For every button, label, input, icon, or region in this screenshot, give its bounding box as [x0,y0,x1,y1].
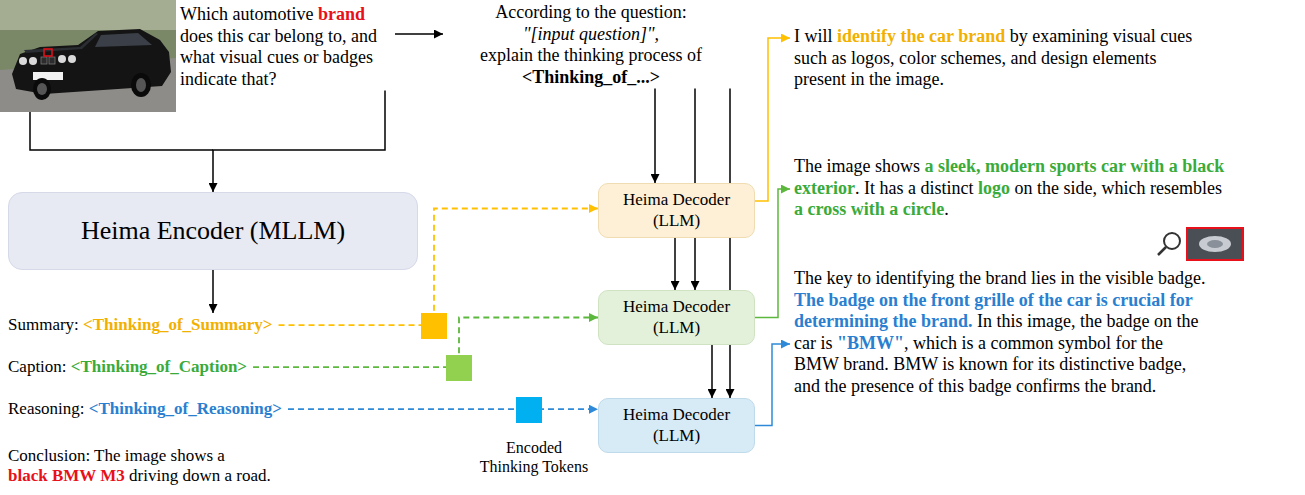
magnifier-icon [1158,233,1180,255]
flow-arrow [755,344,790,426]
text-block: According to the question:"[input questi… [473,2,709,88]
badge-crop-frame [1187,228,1243,260]
text: Which automotive [180,4,313,24]
flow-arrow [711,345,713,398]
decoder-box: Heima Decoder (LLM) [598,183,755,238]
text: Reasoning: [8,399,85,418]
annotation-text: Encoded Thinking Tokens [478,438,590,476]
token-connector [288,408,598,410]
text: a cross with a circle [794,199,944,219]
thinking-token-row: Caption: <Thinking_of_Caption> [8,357,253,377]
car-headlight [29,57,37,65]
text-block: Heima Decoder (LLM) [619,297,734,338]
car-wheel [33,78,51,100]
badge-center [1207,240,1223,248]
box-label: Heima Decoder (LLM) [623,405,730,444]
car-wheel [131,73,151,97]
car-rim [37,83,47,95]
decoder-box: Heima Decoder (LLM) [598,290,755,345]
text: I will [794,26,833,46]
car-grille [49,57,55,64]
flow-arrow [212,270,214,313]
flow-arrow [755,38,790,201]
flow-arrow [755,189,790,318]
text: <Thinking_of_Caption> [71,357,247,376]
summary-token-square [421,313,447,339]
thinking-token-row: Summary: <Thinking_of_Summary> [8,315,279,335]
badge-shape [1199,236,1231,252]
caption-token-square [446,355,472,381]
car-photo [0,0,176,112]
text: Summary: [8,315,79,334]
reasoning-token-square [516,397,542,423]
text: <Thinking_of_...> [522,67,660,87]
photo-sky [0,0,176,30]
label-text: Conclusion: The image shows a [8,446,308,466]
conclusion-text: Conclusion: The image shows ablack BMW M… [8,446,308,487]
text: <Thinking_of_Reasoning> [89,399,282,418]
text: on the side, which resembles [1014,178,1221,198]
magnifier-handle [1158,247,1166,255]
flow-arrow [395,33,443,35]
text: brand [318,4,365,24]
text-block: Heima Decoder (LLM) [619,190,734,231]
input-question: Which automotive brand does this car bel… [180,4,395,90]
label-text: black BMW M3 [8,466,125,485]
flow-arrow [213,90,385,192]
text: According to the question: [473,2,709,24]
flow-arrow [729,88,731,398]
text: <Thinking_of_Summary> [83,315,272,334]
text: identify the car brand [837,26,1005,46]
text: . [944,199,949,219]
car-headlight [19,57,27,65]
thinking-token-row: Reasoning: <Thinking_of_Reasoning> [8,399,288,419]
text-block: Conclusion: The image shows ablack BMW M… [8,446,308,487]
text: explain the thinking process of [480,45,702,65]
prompt-template: According to the question:"[input questi… [443,2,739,88]
license-plate [33,72,63,80]
badge-highlight [44,49,52,56]
text-block: I will identify the car brand by examini… [794,26,1210,91]
label-text: Encoded Thinking Tokens [480,439,588,475]
decoded-caption: The image shows a sleek, modern sports c… [790,156,1235,221]
text-block: Summary: <Thinking_of_Summary> [8,315,273,335]
label-text: driving down a road. [129,466,271,485]
text: . It has a distinct [855,178,973,198]
decoder-box: Heima Decoder (LLM) [598,398,755,453]
text: does this car belong to, and what visual… [180,26,377,89]
text: "[input question]", [473,24,709,46]
text-block: Caption: <Thinking_of_Caption> [8,357,247,377]
text-block: The key to identifying the brand lies in… [794,268,1210,398]
text: The key to identifying the brand lies in… [794,268,1205,288]
magnifier-lens [1164,233,1180,249]
car-grille [41,57,47,64]
photo-background [0,0,176,112]
text-block: Heima Encoder (MLLM) [81,215,345,246]
decoded-reasoning: The key to identifying the brand lies in… [790,268,1210,398]
car-windshield [24,33,98,53]
text: logo [978,178,1010,198]
text-block: Which automotive brand does this car bel… [180,4,395,90]
text: Caption: [8,357,67,376]
encoder-box: Heima Encoder (MLLM) [8,192,418,270]
text-block: Encoded Thinking Tokens [478,438,590,476]
box-label: Heima Decoder (LLM) [623,190,730,229]
text: The image shows [794,156,920,176]
text-block: Reasoning: <Thinking_of_Reasoning> [8,399,282,419]
text: "BMW" [837,333,904,353]
car-rim [136,78,146,92]
text-block: Heima Decoder (LLM) [619,405,734,446]
car-headlight [58,55,66,63]
box-label: Heima Encoder (MLLM) [81,216,345,245]
box-label: Heima Decoder (LLM) [623,297,730,336]
text-block: The image shows a sleek, modern sports c… [794,156,1235,221]
car-headlight [68,55,76,63]
badge-crop [1187,228,1243,260]
flow-arrow [654,88,656,183]
flow-arrow [674,238,676,290]
decoded-summary: I will identify the car brand by examini… [790,26,1210,91]
image-input-line [30,112,213,150]
car-window [95,33,152,47]
